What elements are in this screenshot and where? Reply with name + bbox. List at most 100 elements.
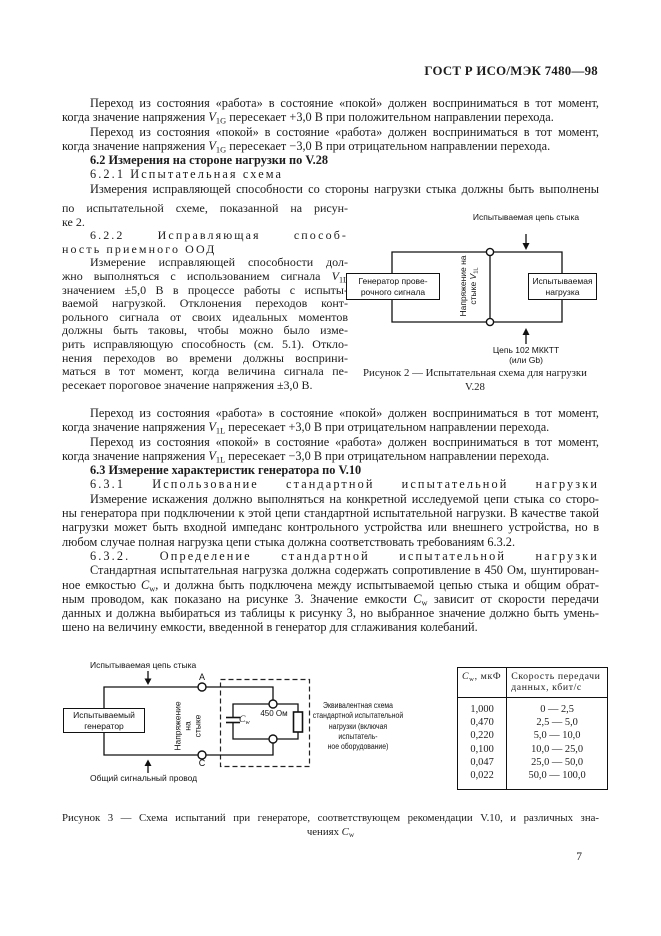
speed-range-cell: 0 — 2,5 [540,704,574,715]
table-row: 0,100 10,0 — 25,0 [457,742,608,756]
node-c-label: C [198,758,206,768]
box-label-line: рочного сигнала [360,286,426,297]
table-header-cw: Cw, мкФ [457,667,508,698]
cw-value-cell: 0,047 [457,755,508,770]
text-line: маться в тот момент, когда величина сигн… [62,365,348,379]
text-line: 6.2.1 Испытательная схема [90,167,284,182]
circuit-102-label: Цепь 102 МККТТ(или Gb) [476,346,576,366]
text-line: ресекает пороговое значение напряжения ±… [62,378,313,392]
text-line: когда значение напряжения V1G пересекает… [62,138,551,154]
text-line: когда значение напряжения V1G пересекает… [62,110,554,125]
box-label-line: нагрузка [545,286,580,297]
intro-paragraphs: Переход из состояния «работа» в состояни… [62,96,599,196]
table-row: 0,470 2,5 — 5,0 [457,716,608,730]
figure2-caption: Рисунок 2 — Испытательная схема для нагр… [346,367,604,394]
text-line: Переход из состояния «работа» в состояни… [90,406,599,420]
label-line: (или Gb) [509,355,543,365]
cw-value-cell: 0,100 [457,742,508,756]
text-line: ным проводом, как показано на рисунке 3.… [62,591,599,607]
text-line: ность приемного ООД [62,242,217,256]
speed-range-cell: 2,5 — 5,0 [536,717,578,729]
text-line: Стандартная испытательная нагрузка должн… [90,563,599,578]
text-line: 6.3.1 Использование стандартной испытате… [90,477,599,492]
caption-line: V.28 [465,380,485,393]
resistor-icon [292,711,304,733]
text-line: значением ±5,0 В в процессе работы с исп… [62,283,348,297]
cw-speed-table: Cw, мкФ Скорость передачи данных, кбит/с… [457,667,608,791]
text-line: Переход из состояния «покой» в состояние… [90,124,599,139]
text-line: любом случае полная нагрузка цепи стыка … [62,534,516,549]
text-line: 6.3 Измерение характеристик генератора п… [90,463,362,478]
label-line: ное оборудование) [327,742,389,752]
text-line: 6.2 Измерения на стороне нагрузки по V.2… [90,153,329,168]
text-line: Измерения исправляющей способности со ст… [90,181,599,196]
box-label-line: Генератор прове- [358,276,428,287]
main-paragraphs: Переход из состояния «работа» в состояни… [62,406,599,635]
text-line: нения переходов во времени должны воспри… [62,351,348,365]
text-line: ное емкостью Cw, и должна быть подключен… [62,577,599,592]
box-label-line: Испытываемая [532,276,593,287]
table-row: 0,047 25,0 — 50,0 [457,755,608,770]
label-line: Эквивалентная схема [323,701,393,710]
text-line: по испытательной схеме, показанной на ри… [62,202,348,215]
text-line: рольного сигнала от своих идеальных моме… [62,310,348,324]
vertical-label-line: стыке V1L [468,267,478,305]
text-line: 6.3.2. Определение стандартной испытател… [90,548,599,563]
standard-number-header: ГОСТ Р ИСО/МЭК 7480—98 [424,64,598,78]
cw-value-cell: 0,220 [457,729,508,743]
connection-nodes [197,682,278,760]
equivalent-load-dashed-box [219,678,311,768]
text-line: данных и должна выбираться из таблицы к … [62,606,599,621]
text-line: шено на величину емкости, введенной в ге… [62,620,478,635]
text-line: Измерение искажения должно выполняться н… [90,491,599,506]
cw-value-cell: 1,000 [457,697,508,717]
table-header-row: Cw, мкФ Скорость передачи данных, кбит/с [457,667,608,698]
vertical-label-line: Напряжение на [458,255,468,317]
speed-range-cell: 5,0 — 10,0 [533,730,581,742]
text-line: Переход из состояния «покой» в состояние… [90,434,599,449]
text-line: Переход из состояния «работа» в состояни… [90,96,599,110]
figure2-circuit-drawing [391,234,563,344]
capacitor-value-label: Cw [239,715,250,726]
label-line: стандартной испытательной [312,711,404,721]
common-return-wire-label: Общий сигнальный провод [90,773,198,783]
table-row: 0,220 5,0 — 10,0 [457,729,608,743]
page-number: 7 [576,851,582,863]
text-line: нагрузки может быть входной импеданс кон… [62,520,599,535]
box-label-line: генератор [84,720,124,731]
table-row: 0,022 50,0 — 100,0 [457,769,608,790]
figure-2: Испытываемая цепь стыка Генератор прове-… [340,212,610,397]
cw-value-cell: 0,022 [457,769,508,790]
capacitor-icon [226,716,240,724]
text-line: должны быть таковы, чтобы можно было изм… [62,324,348,338]
speed-range-cell: 50,0 — 100,0 [528,770,586,782]
cw-value-cell: 0,470 [457,716,508,730]
label-line: нагрузки (включая испытатель- [328,721,388,741]
label-line: Цепь 102 МККТТ [492,346,560,355]
speed-range-cell: 10,0 — 25,0 [531,743,584,755]
caption-line: чениях Cw [306,825,355,839]
text-line: когда значение напряжения V1L пересекает… [62,448,550,464]
text-line: ке 2. [62,215,85,229]
text-line: когда значение напряжения V1L пересекает… [62,420,550,435]
tested-circuit-label: Испытываемая цепь стыка [90,660,197,670]
table-header-speed: Скорость передачи данных, кбит/с [506,667,608,698]
text-line: 6.2.2 Исправляющая способ- [90,229,348,243]
vertical-label-line: Напряжение на [172,701,193,751]
vertical-label-line: стыке [192,714,203,738]
speed-range-cell: 25,0 — 50,0 [531,756,584,768]
text-line: ны генератора при подключении к этой цеп… [62,506,599,521]
connection-nodes [485,247,495,327]
node-a-label: A [198,672,205,682]
text-line: Измерение исправляющей способности дол- [90,256,348,270]
arrow-icons [144,678,152,766]
left-column-paragraphs: по испытательной схеме, показанной на ри… [62,202,348,392]
tested-circuit-label: Испытываемая цепь стыка [472,212,580,222]
